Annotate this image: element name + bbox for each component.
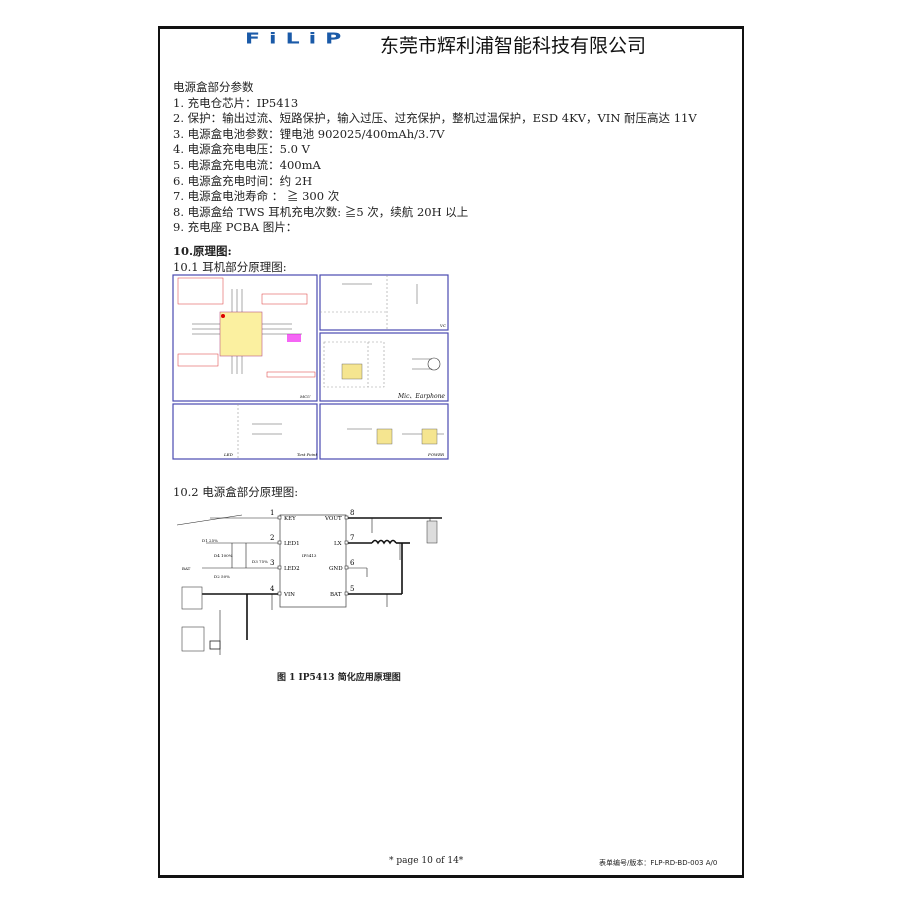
schematic-heading: 10.原理图: [173,243,232,258]
section-title: 电源盒部分参数 [173,80,254,94]
pin-number: 6 [350,559,355,567]
label-vc: VC [440,323,446,328]
pin-name: KEY [284,516,296,522]
chip-label: IP5413 [302,553,317,558]
label-power: POWER [427,452,444,457]
pin-name: BAT [330,592,342,598]
label-d1: D1 25% [202,538,218,543]
pin-number: 2 [270,534,274,542]
pin-name: VIN [283,592,295,598]
pin-number: 1 [270,509,274,517]
label-mcu: MCU [299,394,311,399]
pin-number: 4 [270,585,275,593]
param-item: 9. 充电座 PCBA 图片： [173,220,298,235]
pin-number: 3 [270,559,274,567]
earphone-schematic: MCU Mic、Earphone LED Test Point POWER VC [172,274,449,460]
pin-name: LED2 [284,566,300,572]
param-item: 5. 电源盒充电电流：400mA [173,157,321,172]
label-tp: Test Point [297,452,317,457]
subheading-earphone: 10.1 耳机部分原理图: [173,259,287,274]
pin-number: 7 [350,534,354,542]
param-item: 3. 电源盒电池参数：锂电池 902025/400mAh/3.7V [173,126,445,141]
param-item: 7. 电源盒电池寿命 ： ≧ 300 次 [173,189,340,204]
figure-caption: 图 1 IP5413 简化应用原理图 [277,673,401,683]
pin-number: 8 [350,509,354,517]
company-name: 东莞市辉利浦智能科技有限公司 [380,35,647,57]
param-item: 2. 保护：输出过流、短路保护，输入过压、过充保护，整机过温保护，ESD 4KV… [173,111,697,126]
label-mic: Mic、Earphone [397,393,445,400]
param-item: 6. 电源盒充电时间：约 2H [173,173,313,188]
label-d3: D3 75% [252,559,268,564]
param-item: 8. 电源盒给 TWS 耳机充电次数: ≧5 次，续航 20H 以上 [173,204,469,219]
label-d2: D2 50% [214,574,230,579]
company-logo: FiLiP [245,30,351,48]
page-number: * page 10 of 14* [389,856,464,866]
subheading-powerbox: 10.2 电源盒部分原理图: [173,485,299,499]
label-d4: D4 100% [214,553,233,558]
pin-number: 5 [350,585,354,593]
pin-name: GND [329,566,343,572]
label-led: LED [223,452,234,457]
pin-name: LED1 [284,541,300,547]
pin-name: LX [334,541,342,547]
label-bat: BAT [182,566,191,571]
parameters-section: 电源盒部分参数 1. 充电仓芯片：IP5413 2. 保护：输出过流、短路保护，… [173,80,697,275]
pin-name: VOUT [324,516,342,522]
form-number: 表单编号/版本：FLP-RD-BD-003 A/0 [599,859,718,867]
param-item: 1. 充电仓芯片：IP5413 [173,95,299,110]
param-item: 4. 电源盒充电电压：5.0 V [173,142,310,157]
page-frame [158,26,744,878]
